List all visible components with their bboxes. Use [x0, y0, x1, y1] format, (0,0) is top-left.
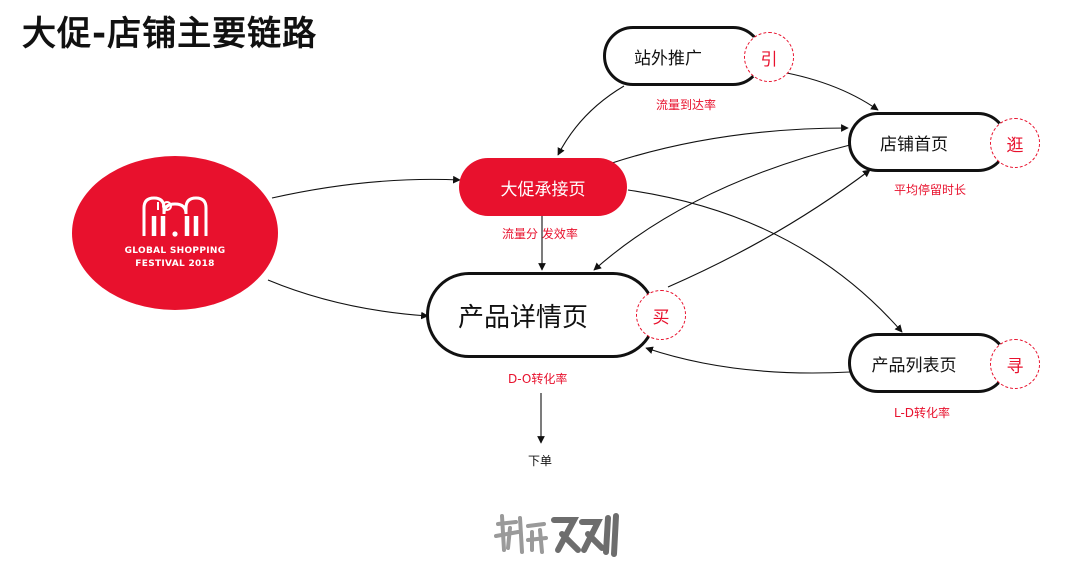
node-product-list-label: 产品列表页 — [871, 355, 957, 376]
node-product-detail-label: 产品详情页 — [457, 302, 588, 333]
arrow-promo-to-list — [627, 189, 903, 333]
order-label: 下单 — [528, 454, 553, 468]
festival-logo-line2: FESTIVAL 2018 — [135, 259, 215, 269]
node-store-homepage-label: 店铺首页 — [880, 134, 948, 155]
metric-ld-conversion: L-D转化率 — [894, 406, 951, 420]
arrow-detail-to-homepage — [667, 169, 871, 288]
node-promo-landing: 大促承接页 — [459, 158, 627, 216]
node-promo-landing-label: 大促承接页 — [500, 179, 586, 200]
node-store-homepage: 店铺首页 — [848, 112, 1008, 172]
arrow-festival-to-detail — [267, 279, 429, 320]
arrow-promo-to-homepage — [611, 124, 849, 164]
tag-offsite: 引 — [744, 32, 794, 82]
metric-avg-stay: 平均停留时长 — [894, 183, 967, 197]
arrow-homepage-to-detail — [593, 144, 851, 271]
tag-homepage: 逛 — [990, 118, 1040, 168]
metric-traffic-split: 流量分 发效率 — [502, 227, 578, 241]
metric-traffic-arrival: 流量到达率 — [656, 98, 717, 112]
brush-logo-icon — [494, 513, 619, 557]
node-offsite-promotion-label: 站外推广 — [634, 48, 702, 69]
festival-logo-badge: GLOBAL SHOPPING FESTIVAL 2018 — [72, 156, 278, 310]
festival-11-11-logo-icon — [142, 196, 208, 237]
arrow-list-to-detail — [645, 346, 851, 374]
arrow-festival-to-promo — [271, 175, 461, 199]
tag-product-detail: 买 — [636, 290, 686, 340]
metric-do-conversion: D-O转化率 — [508, 372, 568, 386]
node-offsite-promotion: 站外推广 — [603, 26, 763, 86]
node-product-list: 产品列表页 — [848, 333, 1008, 393]
arrow-offsite-to-homepage — [769, 69, 879, 111]
festival-logo-line1: GLOBAL SHOPPING — [124, 246, 226, 256]
tag-product-list: 寻 — [990, 339, 1040, 389]
arrow-offsite-to-promo — [557, 85, 625, 156]
node-product-detail: 产品详情页 — [426, 272, 656, 358]
page-title: 大促-店铺主要链路 — [22, 14, 318, 54]
